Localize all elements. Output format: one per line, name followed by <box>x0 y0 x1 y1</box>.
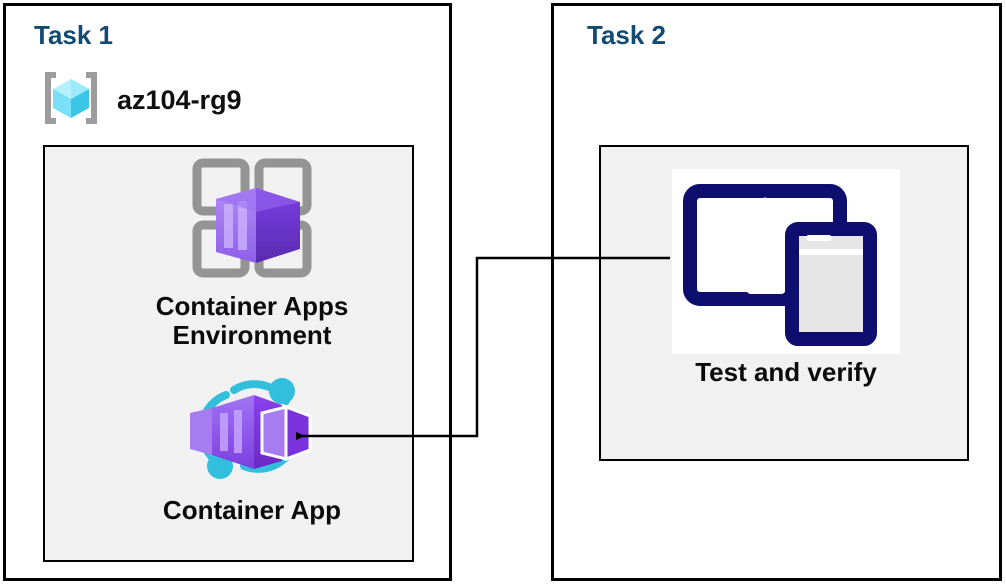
azure-resource-group-icon <box>39 66 103 135</box>
task-1-inner-box: Container Apps Environment <box>43 145 414 562</box>
node-container-app-label: Container App <box>162 495 342 525</box>
node-container-app: Container App <box>102 369 402 525</box>
node-test-and-verify: Test and verify <box>656 169 916 387</box>
resource-group-header: az104-rg9 <box>39 66 242 135</box>
node-test-and-verify-label: Test and verify <box>695 357 877 387</box>
node-container-apps-environment: Container Apps Environment <box>102 157 402 350</box>
task-2-inner-box: Test and verify <box>599 145 969 461</box>
resource-group-name: az104-rg9 <box>117 85 242 115</box>
node-container-apps-environment-label: Container Apps Environment <box>155 291 349 351</box>
panel-task-1: Task 1 a <box>3 3 452 581</box>
container-apps-environment-icon <box>188 157 316 288</box>
panel-task-2: Task 2 Test and verif <box>551 3 1002 581</box>
container-app-icon <box>182 369 322 492</box>
panel-task-2-title: Task 2 <box>587 20 667 50</box>
devices-test-icon <box>672 169 900 354</box>
panel-task-1-title: Task 1 <box>34 20 114 50</box>
